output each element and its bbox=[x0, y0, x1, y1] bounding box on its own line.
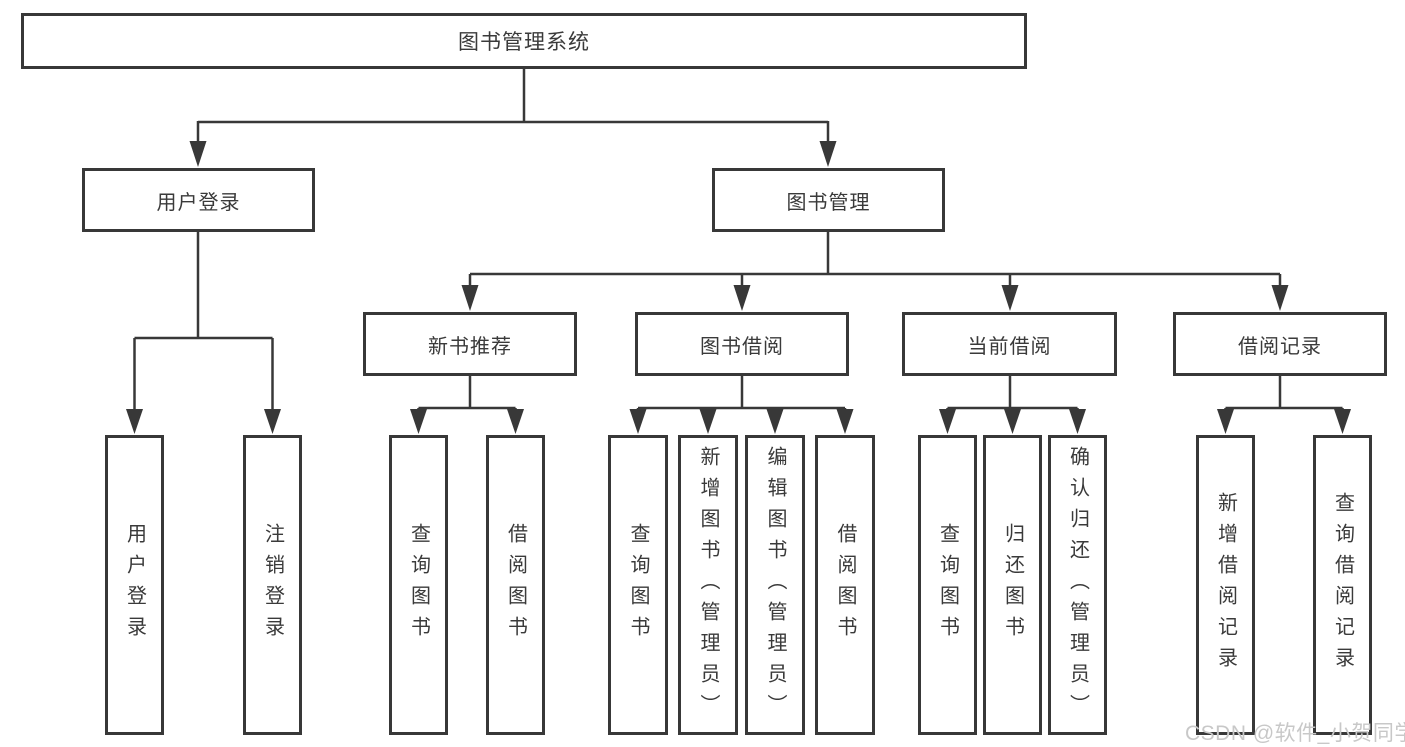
leaf-logout: 注销登录 bbox=[243, 435, 302, 735]
node-book-borrow: 图书借阅 bbox=[635, 312, 849, 376]
node-new-book-recommend: 新书推荐 bbox=[363, 312, 577, 376]
node-root-label: 图书管理系统 bbox=[458, 31, 590, 54]
leaf-bb-edit-books-admin: 编辑图书（管理员） bbox=[745, 435, 805, 735]
leaf-cb-query-books: 查询图书 bbox=[918, 435, 977, 735]
leaf-br-add-record: 新增借阅记录 bbox=[1196, 435, 1255, 735]
leaf-bb-borrow-books: 借阅图书 bbox=[815, 435, 875, 735]
node-user-login: 用户登录 bbox=[82, 168, 315, 232]
leaf-cb-confirm-return-admin: 确认归还（管理员） bbox=[1048, 435, 1107, 735]
node-book-management: 图书管理 bbox=[712, 168, 945, 232]
node-root: 图书管理系统 bbox=[21, 13, 1027, 69]
node-borrow-records-label: 借阅记录 bbox=[1238, 335, 1322, 358]
leaf-user-login: 用户登录 bbox=[105, 435, 164, 735]
node-user-login-label: 用户登录 bbox=[156, 191, 241, 214]
leaf-nbr-borrow-books: 借阅图书 bbox=[486, 435, 545, 735]
node-book-management-label: 图书管理 bbox=[786, 191, 871, 214]
watermark: CSDN @软件_小贺同学 bbox=[1185, 722, 1405, 745]
node-borrow-records: 借阅记录 bbox=[1173, 312, 1387, 376]
leaf-cb-return-books: 归还图书 bbox=[983, 435, 1042, 735]
leaf-bb-add-books-admin: 新增图书（管理员） bbox=[678, 435, 738, 735]
leaf-br-query-record: 查询借阅记录 bbox=[1313, 435, 1372, 735]
node-current-borrow-label: 当前借阅 bbox=[967, 335, 1052, 358]
leaf-bb-query-books: 查询图书 bbox=[608, 435, 668, 735]
leaf-nbr-query-books: 查询图书 bbox=[389, 435, 448, 735]
node-book-borrow-label: 图书借阅 bbox=[700, 335, 784, 358]
node-current-borrow: 当前借阅 bbox=[902, 312, 1117, 376]
node-new-book-recommend-label: 新书推荐 bbox=[428, 335, 512, 358]
